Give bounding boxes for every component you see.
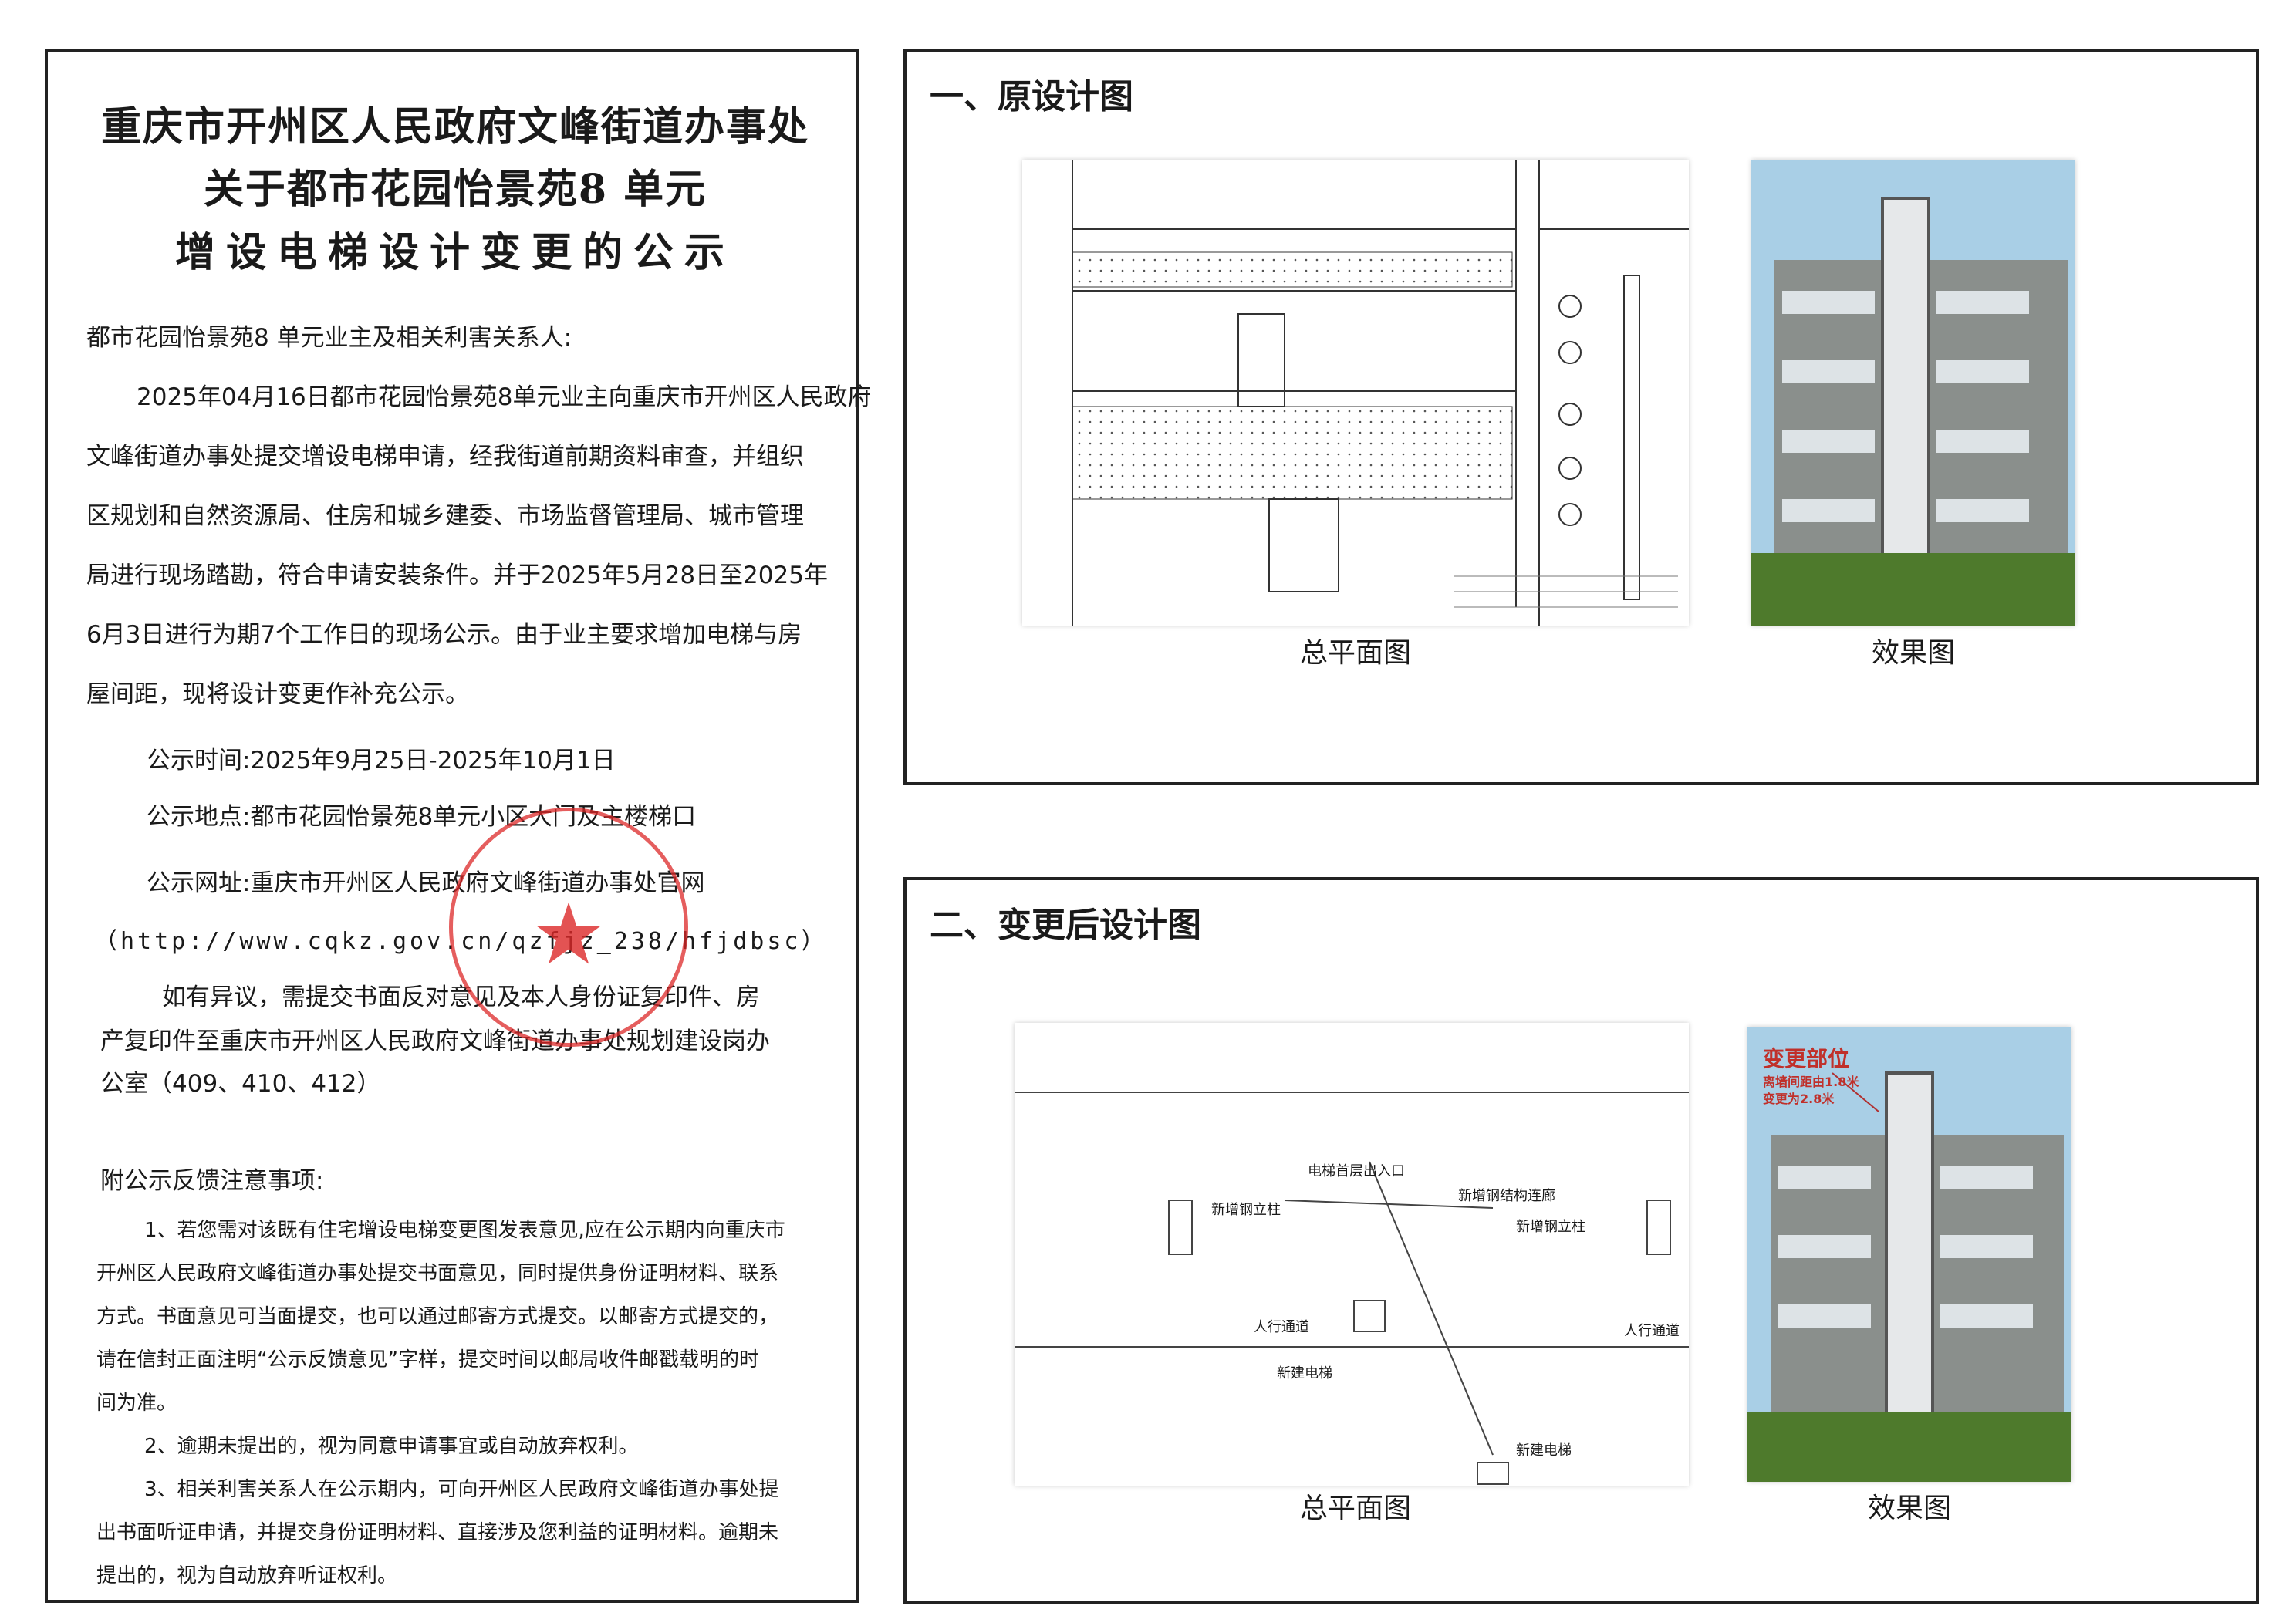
plan-label: 新增钢立柱 (1211, 1202, 1281, 1218)
change-label: 变更部位 (1763, 1046, 1850, 1071)
rendering-photo-original (1751, 160, 2075, 626)
original-design-panel: 一、原设计图 总平面图 效果图 (903, 49, 2259, 785)
photo-caption: 效果图 (1871, 637, 1955, 669)
objection-line: 产复印件至重庆市开州区人民政府文峰街道办事处规划建设岗办 (100, 1027, 770, 1055)
body-line: 区规划和自然资源局、住房和城乡建委、市场监督管理局、城市管理 (86, 502, 804, 530)
feedback-line: 方式。书面意见可当面提交，也可以通过邮寄方式提交。以邮寄方式提交的， (96, 1305, 779, 1328)
rendering-photo-changed: 变更部位 离墙间距由1.8米 变更为2.8米 (1747, 1027, 2071, 1482)
feedback-line: 间为准。 (96, 1392, 177, 1415)
section-heading: 二、变更后设计图 (930, 906, 1201, 945)
plan-caption: 总平面图 (1299, 1493, 1411, 1524)
site-plan-original (1022, 160, 1689, 626)
notice-title-line3: 增设电梯设计变更的公示 (174, 229, 735, 276)
feedback-line: 开州区人民政府文峰街道办事处提交书面意见，同时提供身份证明材料、联系 (96, 1262, 779, 1285)
changed-design-panel: 二、变更后设计图 电梯首层出入口 新增钢结构连廊 新增钢立柱 新增钢立柱 人行通… (903, 877, 2259, 1604)
feedback-line: 2、逾期未提出的，视为同意申请事宜或自动放弃权利。 (144, 1435, 639, 1458)
objection-line: 公室（409、410、412） (100, 1070, 381, 1098)
notice-title-line2: 关于都市花园怡景苑8 单元 (203, 166, 707, 213)
salutation: 都市花园怡景苑8 单元业主及相关利害关系人: (86, 324, 572, 352)
plan-label: 人行通道 (1624, 1323, 1680, 1339)
body-line: 6月3日进行为期7个工作日的现场公示。由于业主要求增加电梯与房 (86, 621, 802, 649)
plan-label: 新增钢结构连廊 (1458, 1188, 1555, 1204)
change-note: 变更为2.8米 (1763, 1092, 1835, 1106)
notice-title-line1: 重庆市开州区人民政府文峰街道办事处 (100, 103, 809, 150)
notice-time: 公示时间:2025年9月25日-2025年10月1日 (147, 747, 616, 774)
plan-label: 电梯首层出入口 (1308, 1163, 1405, 1179)
body-line: 文峰街道办事处提交增设电梯申请，经我街道前期资料审查，并组织 (86, 443, 804, 471)
plan-label: 人行通道 (1254, 1319, 1309, 1335)
feedback-line: 1、若您需对该既有住宅增设电梯变更图发表意见,应在公示期内向重庆市 (144, 1219, 785, 1242)
body-line: 屋间距，现将设计变更作补充公示。 (86, 680, 469, 708)
section-heading: 一、原设计图 (930, 77, 1133, 116)
body-line: 局进行现场踏勘，符合申请安装条件。并于2025年5月28日至2025年 (86, 562, 828, 589)
official-seal: ★ (449, 808, 688, 1047)
photo-caption: 效果图 (1867, 1493, 1951, 1524)
plan-label: 新建电梯 (1277, 1365, 1332, 1382)
notice-panel: 重庆市开州区人民政府文峰街道办事处 关于都市花园怡景苑8 单元 增设电梯设计变更… (45, 49, 872, 1603)
feedback-title: 附公示反馈注意事项: (100, 1167, 324, 1195)
plan-caption: 总平面图 (1299, 637, 1411, 669)
body-line: 2025年04月16日都市花园怡景苑8单元业主向重庆市开州区人民政府 (137, 383, 872, 411)
site-plan-changed: 电梯首层出入口 新增钢结构连廊 新增钢立柱 新增钢立柱 人行通道 人行通道 新建… (1015, 1023, 1689, 1486)
feedback-line: 提出的，视为自动放弃听证权利。 (96, 1564, 398, 1588)
plan-label: 新建电梯 (1516, 1442, 1572, 1459)
seal-star-icon: ★ (530, 885, 607, 984)
change-note: 离墙间距由1.8米 (1763, 1075, 1859, 1089)
plan-label: 新增钢立柱 (1516, 1219, 1585, 1235)
feedback-line: 3、相关利害关系人在公示期内，可向开州区人民政府文峰街道办事处提 (144, 1478, 779, 1501)
feedback-line: 请在信封正面注明“公示反馈意见”字样，提交时间以邮局收件邮戳载明的时 (96, 1348, 759, 1372)
feedback-line: 出书面听证申请，并提交身份证明材料、直接涉及您利益的证明材料。逾期未 (96, 1521, 779, 1544)
